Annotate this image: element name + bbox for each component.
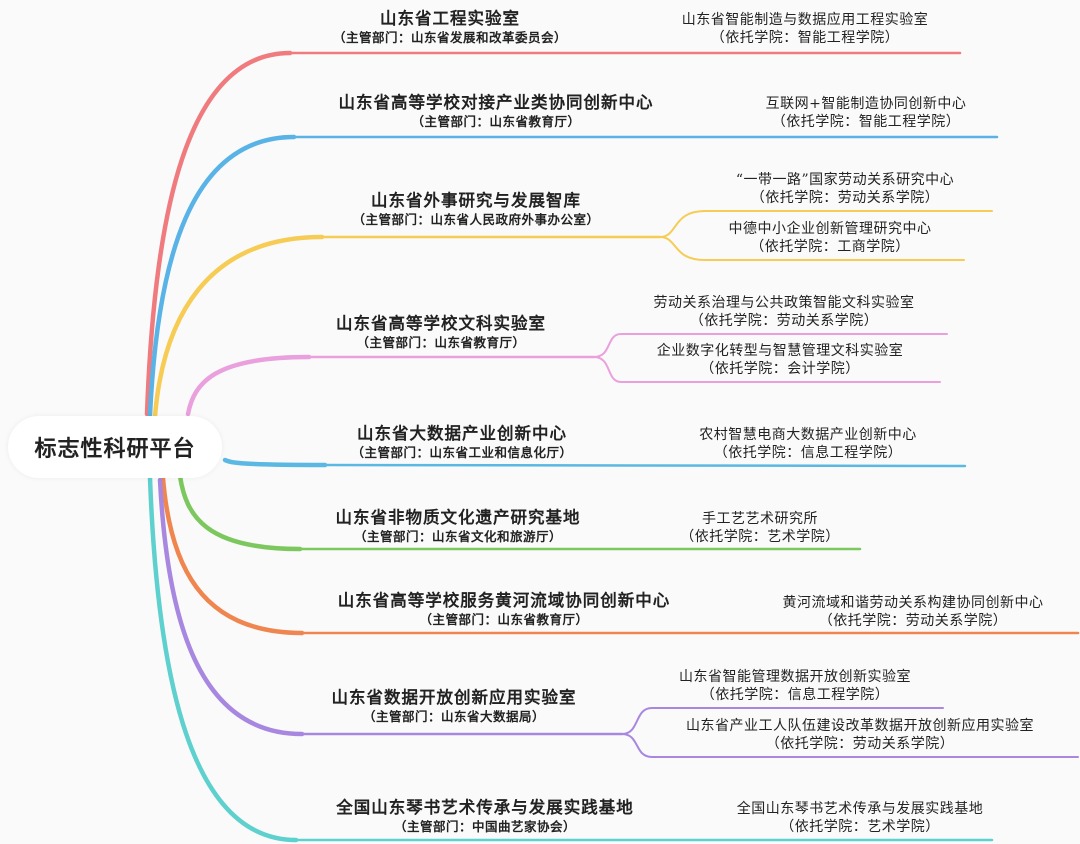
child-connector bbox=[593, 356, 941, 383]
child-name: “一带一路”国家劳动关系研究中心 bbox=[735, 172, 955, 188]
child-connector bbox=[621, 707, 944, 735]
branch-title: 山东省数据开放创新应用实验室 bbox=[331, 688, 577, 707]
child-connector bbox=[659, 210, 993, 238]
child-college: （依托学院：劳动关系学院） bbox=[689, 313, 879, 329]
branch-title: 山东省工程实验室 bbox=[379, 9, 520, 28]
child-node: “一带一路”国家劳动关系研究中心 （依托学院：劳动关系学院） bbox=[736, 171, 954, 207]
branch-title: 山东省高等学校服务黄河流域协同创新中心 bbox=[337, 591, 671, 610]
branch-department: （主管部门：山东省文化和旅游厅） bbox=[353, 529, 562, 544]
child-name: 山东省产业工人队伍建设改革数据开放创新应用实验室 bbox=[686, 718, 1034, 734]
child-name: 中德中小企业创新管理研究中心 bbox=[728, 221, 932, 237]
child-node: 山东省产业工人队伍建设改革数据开放创新应用实验室 （依托学院：劳动关系学院） bbox=[686, 717, 1034, 753]
child-college: （依托学院：智能工程学院） bbox=[771, 114, 961, 130]
branch-title: 山东省高等学校文科实验室 bbox=[336, 314, 546, 333]
child-name: 互联网+智能制造协同创新中心 bbox=[765, 96, 967, 112]
branch-connector bbox=[157, 477, 305, 737]
child-college: （依托学院：劳动关系学院） bbox=[765, 736, 955, 752]
branch-department: （主管部门：中国曲艺家协会） bbox=[393, 819, 576, 834]
child-node: 互联网+智能制造协同创新中心 （依托学院：智能工程学院） bbox=[766, 95, 967, 131]
branch-node: 山东省非物质文化遗产研究基地 （主管部门：山东省文化和旅游厅） bbox=[336, 507, 581, 545]
branch-connector bbox=[222, 457, 328, 468]
branch-department: （主管部门：山东省教育厅） bbox=[356, 335, 526, 350]
child-name: 山东省智能制造与数据应用工程实验室 bbox=[681, 12, 929, 28]
root-node: 标志性科研平台 bbox=[8, 416, 222, 478]
branch-node: 山东省数据开放创新应用实验室 （主管部门：山东省大数据局） bbox=[332, 687, 577, 725]
child-college: （依托学院：会计学院） bbox=[700, 361, 860, 377]
child-node: 黄河流域和谐劳动关系构建协同创新中心 （依托学院：劳动关系学院） bbox=[783, 594, 1044, 630]
child-name: 手工艺艺术研究所 bbox=[702, 511, 818, 527]
branch-connector bbox=[160, 475, 305, 636]
branch-connector bbox=[144, 50, 293, 417]
child-college: （依托学院：劳动关系学院） bbox=[818, 613, 1008, 629]
branch-department: （主管部门：山东省工业和信息化厅） bbox=[351, 445, 573, 460]
branch-title: 山东省外事研究与发展智库 bbox=[370, 191, 581, 210]
child-name: 全国山东琴书艺术传承与发展实践基地 bbox=[736, 801, 984, 817]
child-connector bbox=[593, 333, 948, 358]
child-college: （依托学院：智能工程学院） bbox=[710, 30, 900, 46]
branch-connector bbox=[147, 475, 299, 843]
child-name: 企业数字化转型与智慧管理文科实验室 bbox=[656, 343, 904, 359]
branch-department: （主管部门：山东省大数据局） bbox=[362, 709, 545, 724]
child-node: 全国山东琴书艺术传承与发展实践基地 （依托学院：艺术学院） bbox=[737, 800, 984, 836]
child-college: （依托学院：艺术学院） bbox=[780, 819, 940, 835]
child-college: （依托学院：工商学院） bbox=[750, 239, 910, 255]
child-node: 企业数字化转型与智慧管理文科实验室 （依托学院：会计学院） bbox=[657, 342, 904, 378]
branch-department: （主管部门：山东省教育厅） bbox=[411, 114, 581, 129]
child-node: 中德中小企业创新管理研究中心 （依托学院：工商学院） bbox=[729, 220, 932, 256]
branch-connector bbox=[147, 134, 297, 418]
branch-node: 山东省高等学校服务黄河流域协同创新中心 （主管部门：山东省教育厅） bbox=[338, 590, 671, 628]
child-node: 山东省智能管理数据开放创新实验室 （依托学院：信息工程学院） bbox=[679, 668, 911, 704]
branch-connector bbox=[152, 234, 325, 419]
child-name: 劳动关系治理与公共政策智能文科实验室 bbox=[653, 295, 915, 311]
branch-connector bbox=[185, 354, 312, 417]
child-node: 山东省智能制造与数据应用工程实验室 （依托学院：智能工程学院） bbox=[682, 11, 929, 47]
child-name: 黄河流域和谐劳动关系构建协同创新中心 bbox=[782, 595, 1044, 611]
branch-node: 山东省高等学校对接产业类协同创新中心 （主管部门：山东省教育厅） bbox=[339, 92, 654, 130]
branch-node: 山东省大数据产业创新中心 （主管部门：山东省工业和信息化厅） bbox=[351, 423, 572, 461]
branch-department: （主管部门：山东省教育厅） bbox=[419, 612, 589, 627]
child-connector bbox=[621, 733, 1079, 758]
branch-node: 山东省高等学校文科实验室 （主管部门：山东省教育厅） bbox=[336, 313, 546, 351]
child-college: （依托学院：信息工程学院） bbox=[713, 445, 903, 461]
branch-underline bbox=[323, 463, 967, 468]
child-connector bbox=[659, 236, 965, 261]
child-college: （依托学院：艺术学院） bbox=[680, 529, 840, 545]
child-node: 手工艺艺术研究所 （依托学院：艺术学院） bbox=[680, 510, 840, 546]
branch-node: 山东省工程实验室 （主管部门：山东省发展和改革委员会） bbox=[333, 8, 567, 46]
child-college: （依托学院：劳动关系学院） bbox=[750, 190, 940, 206]
branch-title: 全国山东琴书艺术传承与发展实践基地 bbox=[336, 798, 634, 817]
child-node: 劳动关系治理与公共政策智能文科实验室 （依托学院：劳动关系学院） bbox=[654, 294, 915, 330]
branch-department: （主管部门：山东省发展和改革委员会） bbox=[332, 30, 568, 45]
branch-title: 山东省非物质文化遗产研究基地 bbox=[335, 508, 581, 527]
branch-department: （主管部门：山东省人民政府外事办公室） bbox=[352, 212, 600, 227]
branch-node: 全国山东琴书艺术传承与发展实践基地 （主管部门：中国曲艺家协会） bbox=[336, 797, 634, 835]
branch-title: 山东省大数据产业创新中心 bbox=[356, 424, 567, 443]
child-name: 农村智慧电商大数据产业创新中心 bbox=[699, 427, 917, 443]
child-node: 农村智慧电商大数据产业创新中心 （依托学院：信息工程学院） bbox=[699, 426, 917, 462]
branch-title: 山东省高等学校对接产业类协同创新中心 bbox=[338, 93, 654, 112]
branch-connector bbox=[177, 473, 303, 552]
root-label: 标志性科研平台 bbox=[34, 437, 196, 462]
branch-node: 山东省外事研究与发展智库 （主管部门：山东省人民政府外事办公室） bbox=[352, 190, 599, 228]
child-college: （依托学院：信息工程学院） bbox=[700, 687, 890, 703]
child-name: 山东省智能管理数据开放创新实验室 bbox=[679, 669, 911, 685]
